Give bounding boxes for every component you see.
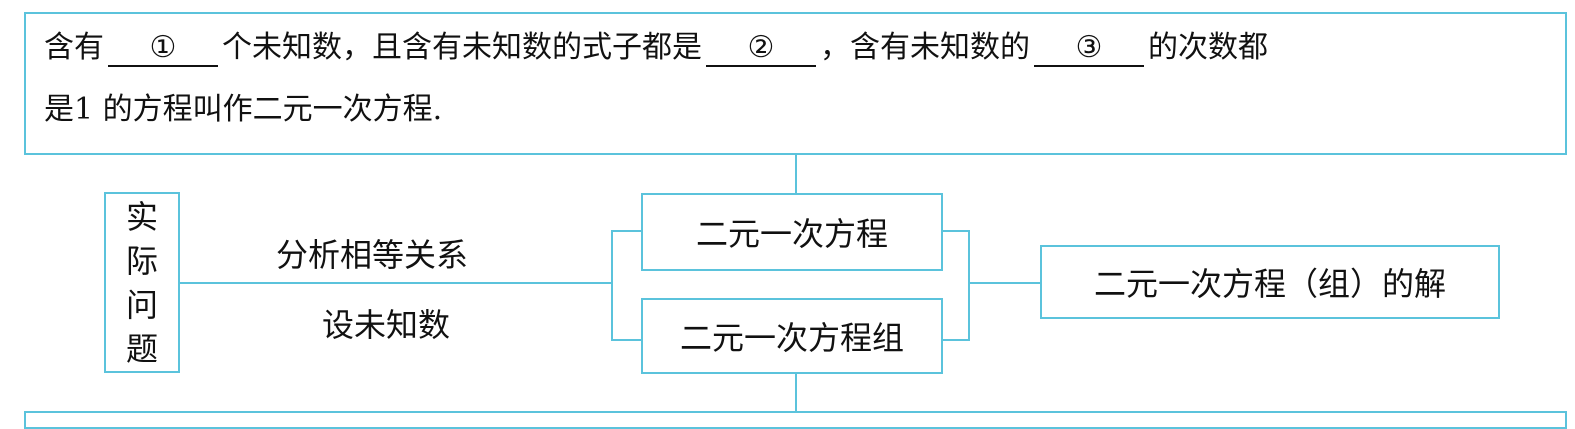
blank-1-label: ① (149, 30, 177, 65)
definition-line-2: 是1 的方程叫作二元一次方程. (44, 86, 442, 134)
real-problem-char-2: 际 (125, 241, 158, 280)
solution-label: 二元一次方程（组）的解 (1093, 265, 1446, 303)
definition-line-1: 含有 ① 个未知数，且含有未知数的式子都是 ② ，含有未知数的 ③ 的次数都 (44, 24, 1268, 72)
connector-system-to-right (943, 339, 970, 341)
equation-box: 二元一次方程 (641, 193, 943, 271)
analysis-label-line-1: 分析相等关系 (276, 230, 468, 276)
real-problem-box: 实 际 问 题 (104, 192, 180, 373)
definition-text-3: ，含有未知数的 (820, 30, 1030, 65)
definition-text-1: 含有 (44, 30, 104, 65)
connector-left-to-equation (611, 230, 641, 232)
connector-left-branch-vertical (611, 230, 613, 341)
equation-system-label: 二元一次方程组 (679, 319, 904, 357)
blank-3-label: ③ (1075, 30, 1103, 65)
connector-equation-to-right (943, 230, 970, 232)
definition-box (24, 12, 1567, 155)
connector-real-problem-to-branch (180, 282, 611, 284)
analysis-text-1: 分析相等关系 (276, 236, 469, 274)
bottom-partial-box (24, 411, 1567, 429)
connector-bottom-vertical (795, 372, 797, 412)
solution-box: 二元一次方程（组）的解 (1040, 245, 1500, 319)
analysis-label-line-2: 设未知数 (322, 300, 450, 346)
real-problem-char-3: 问 (125, 285, 158, 324)
connector-left-to-system (611, 339, 641, 341)
analysis-text-2: 设未知数 (322, 306, 451, 344)
blank-2: ② (706, 31, 816, 67)
connector-right-to-solution (968, 282, 1040, 284)
equation-label: 二元一次方程 (695, 215, 888, 253)
blank-2-label: ② (747, 30, 775, 65)
blank-3: ③ (1034, 31, 1144, 67)
definition-text-5: 是1 的方程叫作二元一次方程. (44, 92, 443, 127)
equation-system-box: 二元一次方程组 (641, 298, 943, 374)
definition-text-2: 个未知数，且含有未知数的式子都是 (222, 30, 702, 65)
real-problem-char-1: 实 (125, 197, 158, 236)
connector-top-vertical (795, 155, 797, 200)
blank-1: ① (108, 31, 218, 67)
definition-text-4: 的次数都 (1148, 30, 1268, 65)
real-problem-char-4: 题 (125, 329, 158, 368)
connector-right-branch-vertical (968, 230, 970, 341)
